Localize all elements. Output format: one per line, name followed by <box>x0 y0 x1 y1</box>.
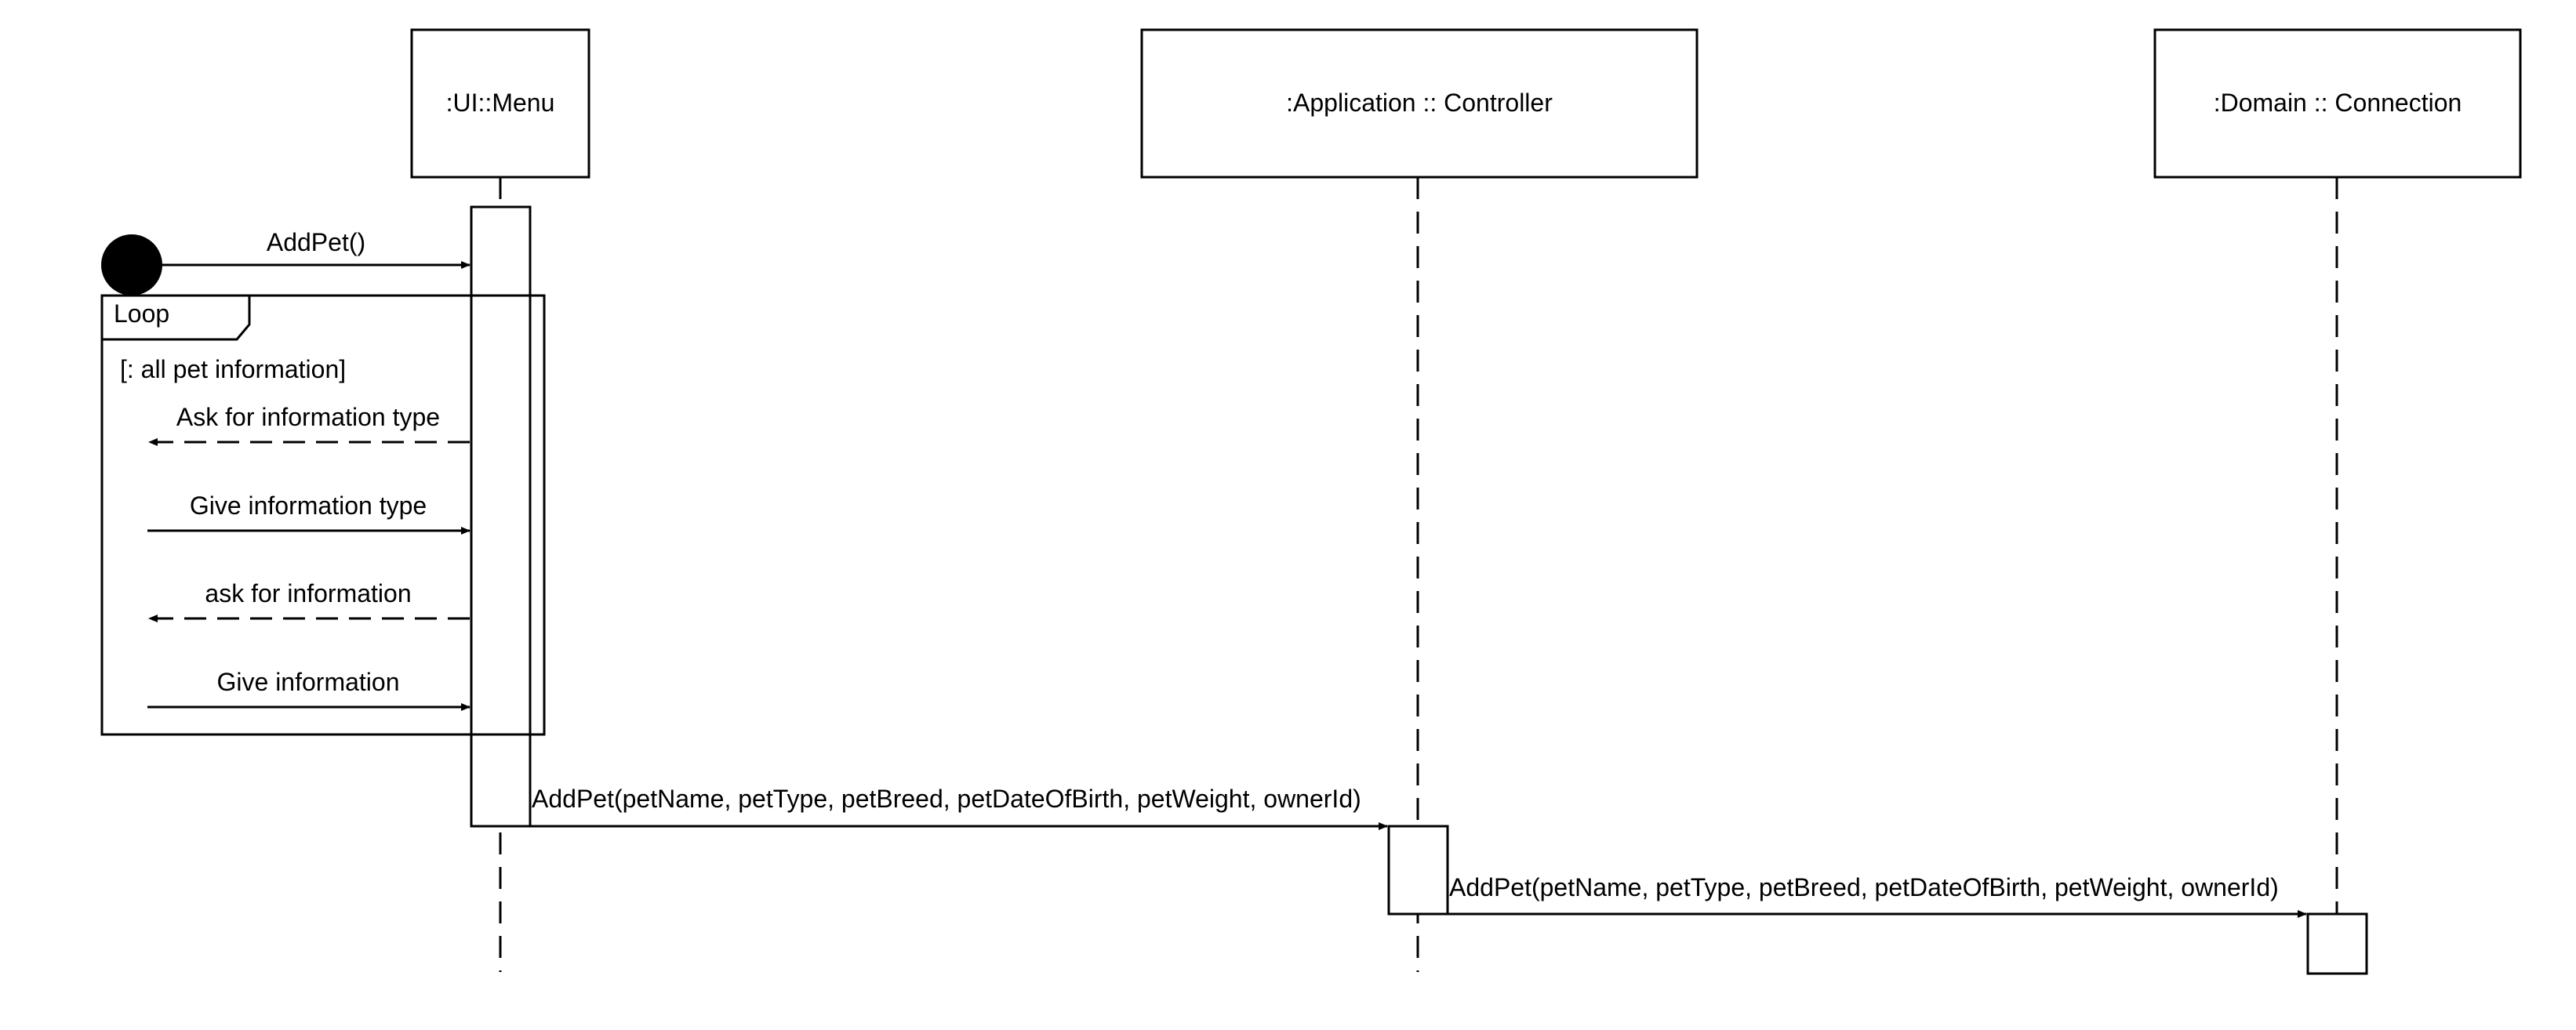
participant-ui-menu: :UI::Menu <box>410 28 590 179</box>
participant-connection-label: :Domain :: Connection <box>2214 89 2462 117</box>
message-ask-type-label: Ask for information type <box>176 403 440 431</box>
activation-connection <box>2306 912 2368 975</box>
message-call-connection-label: AddPet(petName, petType, petBreed, petDa… <box>1449 873 2279 901</box>
activation-ui-menu <box>470 205 532 828</box>
loop-guard: [: all pet information] <box>120 355 346 383</box>
message-ask-info-label: ask for information <box>205 579 411 607</box>
initial-node <box>101 234 162 296</box>
participant-connection: :Domain :: Connection <box>2153 28 2522 179</box>
participant-controller: :Application :: Controller <box>1140 28 1699 179</box>
participant-controller-label: :Application :: Controller <box>1286 89 1553 117</box>
message-call-controller-label: AddPet(petName, petType, petBreed, petDa… <box>532 785 1361 813</box>
participant-ui-menu-label: :UI::Menu <box>446 89 555 117</box>
message-start-label: AddPet() <box>267 228 365 256</box>
loop-label: Loop <box>114 299 169 328</box>
activation-controller <box>1387 825 1449 916</box>
loop-frame: Loop [: all pet information] <box>100 294 546 736</box>
message-give-info-label: Give information <box>217 668 400 696</box>
message-give-type-label: Give information type <box>190 491 427 520</box>
